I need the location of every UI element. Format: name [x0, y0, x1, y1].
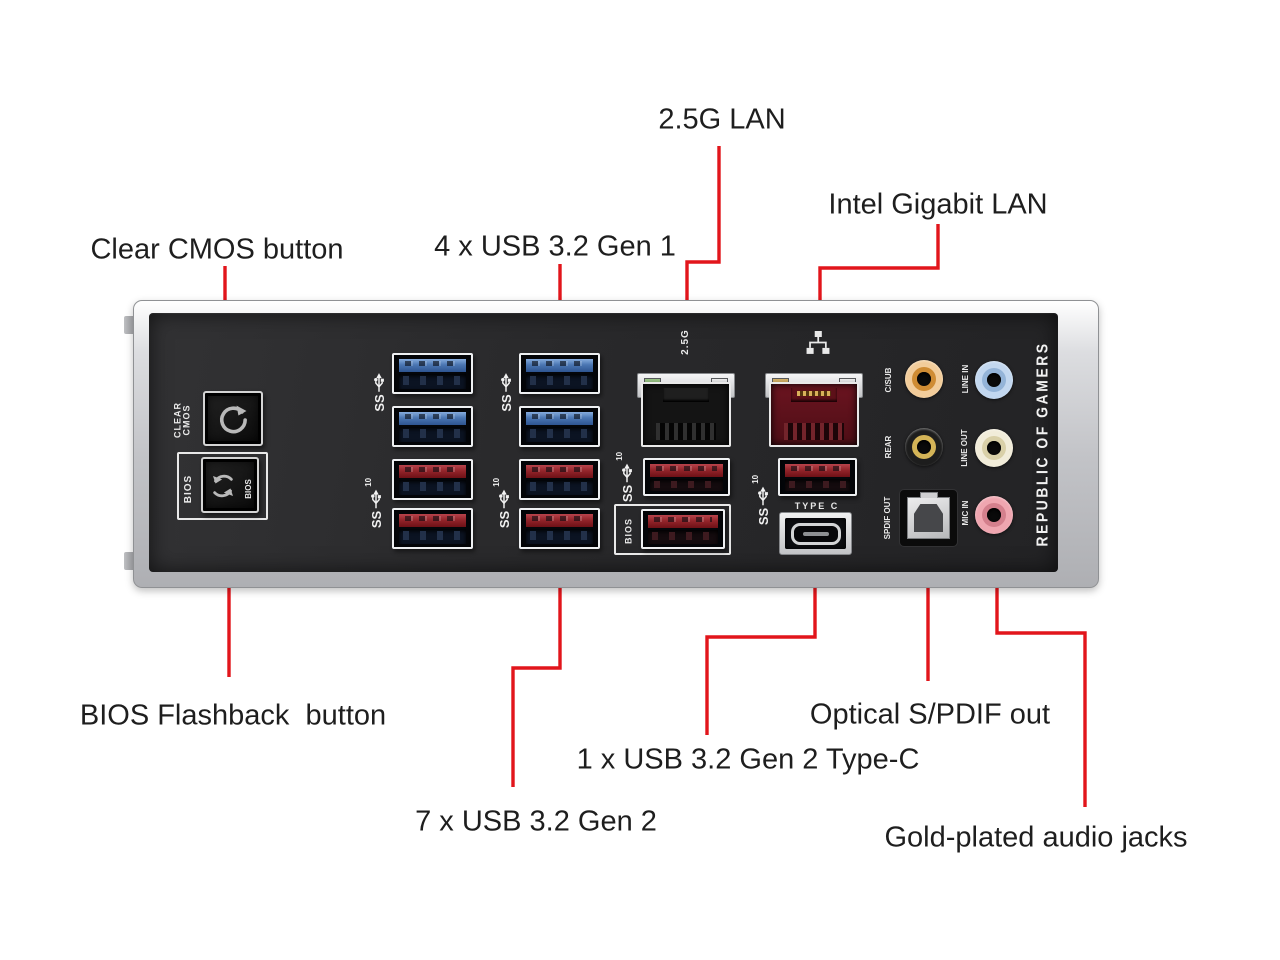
bios-port-box [614, 504, 731, 555]
label-usb-typec: 1 x USB 3.2 Gen 2 Type-C [576, 743, 920, 776]
usb-trident-icon [758, 486, 768, 505]
usb-port-gen1 [392, 353, 473, 394]
usb-trident-icon [374, 372, 384, 392]
usb-trident-icon [622, 463, 632, 482]
bios-outer-label: BIOS [182, 474, 194, 504]
rog-branding-text: REPUBLIC OF GAMERS [1032, 341, 1051, 547]
clear-cmos-icon [219, 405, 247, 434]
audio-label-c-sub: C/SUB [883, 367, 893, 393]
usb-port-gen2 [519, 459, 600, 500]
lan-port-2-5g [637, 373, 735, 447]
audio-jack-c-sub [905, 360, 943, 398]
usb-ss-gen2-icon: SS 10 [364, 477, 384, 529]
usb-type-c-port [779, 512, 852, 555]
usb-ss-gen2-icon: SS 10 [615, 451, 635, 503]
usb-ss-gen1-icon: SS [371, 372, 387, 412]
audio-label-line-in: LINE IN [960, 364, 970, 394]
usb-trident-icon [499, 489, 509, 508]
clear-cmos-port-label: CLEAR CMOS [172, 402, 192, 438]
audio-jack-rear [905, 428, 943, 466]
bios-flashback-box [177, 452, 268, 520]
audio-label-line-out: LINE OUT [959, 429, 969, 467]
label-intel-lan: Intel Gigabit LAN [828, 188, 1048, 221]
label-spdif: Optical S/PDIF out [809, 698, 1051, 731]
audio-label-mic-in: MIC IN [960, 500, 970, 526]
usb-ss-gen1-icon: SS [498, 372, 514, 412]
type-c-port-label: TYPE C [794, 501, 840, 511]
label-usb-gen1: 4 x USB 3.2 Gen 1 [434, 230, 676, 263]
bios-button-label: BIOS [243, 479, 253, 499]
bios-port-label: BIOS [623, 517, 634, 545]
audio-jack-line-in [975, 361, 1013, 399]
usb-port-gen1 [392, 406, 473, 447]
spdif-optical-port [899, 489, 958, 547]
usb-port-gen2 [643, 458, 730, 496]
label-lan-25g: 2.5G LAN [658, 103, 786, 136]
usb-ss-gen2-icon: SS 10 [492, 477, 512, 529]
bios-flashback-icon [213, 474, 233, 498]
lan-25g-port-label: 2.5G [679, 329, 691, 355]
usb-port-gen2 [392, 459, 473, 500]
audio-jack-mic-in [975, 496, 1013, 534]
lan-port-intel-gigabit [765, 373, 863, 447]
usb-ss-gen2-icon: SS 10 [751, 474, 771, 526]
usb-port-gen2 [519, 508, 600, 549]
usb-port-gen2 [392, 508, 473, 549]
bios-flashback-button: BIOS [201, 457, 259, 513]
label-audio: Gold-plated audio jacks [884, 821, 1188, 854]
audio-label-rear: REAR [883, 435, 893, 459]
audio-label-spdif-out: SPDIF OUT [882, 496, 892, 540]
lan-icon [806, 331, 830, 354]
usb-port-gen1 [519, 406, 600, 447]
clear-cmos-button [203, 391, 263, 446]
label-usb-gen2: 7 x USB 3.2 Gen 2 [415, 805, 657, 838]
usb-port-gen2-bios [641, 509, 725, 549]
mounting-clip [124, 552, 134, 570]
audio-jack-line-out [975, 429, 1013, 467]
usb-port-gen2 [778, 458, 857, 496]
usb-trident-icon [501, 372, 511, 392]
label-bios-flashback: BIOS Flashback button [79, 699, 387, 732]
mounting-clip [124, 316, 134, 334]
usb-port-gen1 [519, 353, 600, 394]
label-clear-cmos: Clear CMOS button [90, 233, 344, 266]
usb-trident-icon [371, 489, 381, 508]
